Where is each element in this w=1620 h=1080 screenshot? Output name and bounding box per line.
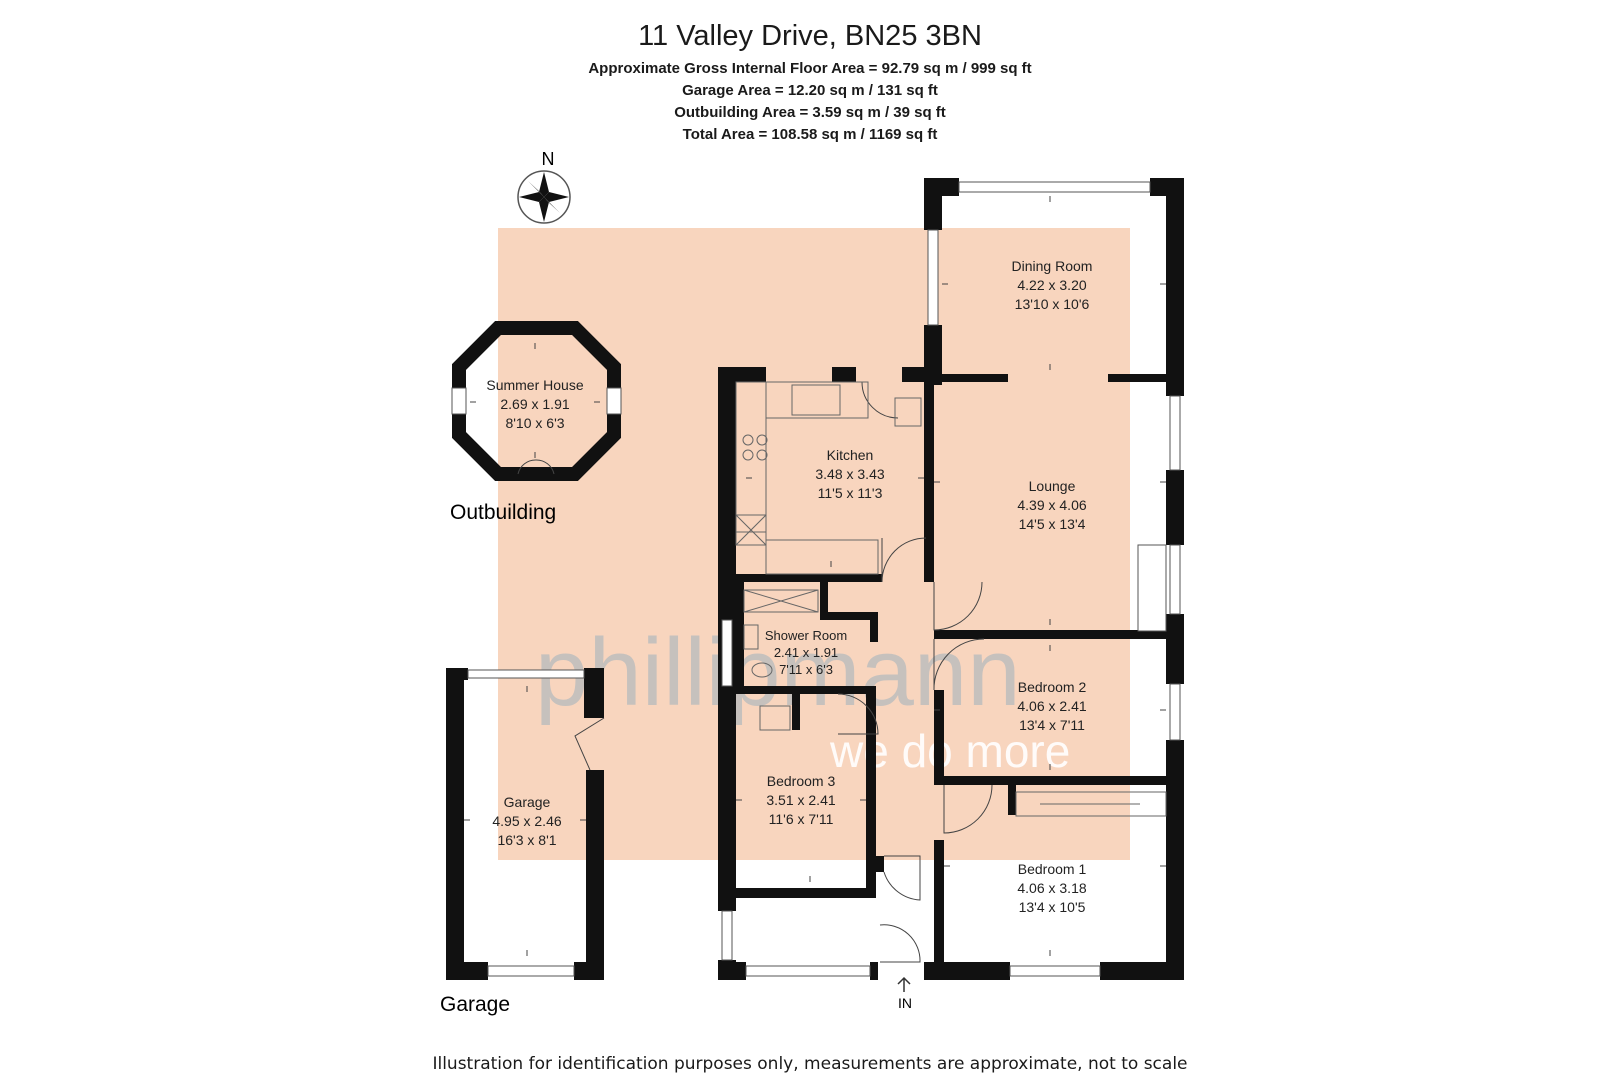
summer-house-metric: 2.69 x 1.91 (500, 396, 569, 412)
bedroom-2-imperial: 13'4 x 7'11 (1019, 717, 1085, 733)
entrance-arrow-icon (897, 976, 911, 992)
lounge-metric: 4.39 x 4.06 (1017, 497, 1086, 513)
dining-room-imperial: 13'10 x 10'6 (1015, 296, 1090, 312)
shower-room-metric: 2.41 x 1.91 (774, 645, 838, 660)
compass-rose-icon (517, 170, 571, 224)
garage-area-text: Garage Area = 12.20 sq m / 131 sq ft (682, 82, 938, 99)
outbuilding-label: Outbuilding (450, 501, 556, 524)
summer-house-outline (451, 321, 622, 481)
summer-house-name: Summer House (486, 377, 583, 393)
garage-walls (446, 668, 604, 980)
garage-metric: 4.95 x 2.46 (492, 813, 561, 829)
garage-name: Garage (504, 794, 551, 810)
lounge-imperial: 14'5 x 13'4 (1019, 516, 1086, 532)
wardrobe (1015, 791, 1167, 817)
bedroom-2-name: Bedroom 2 (1018, 679, 1087, 695)
door-swings (837, 381, 993, 963)
disclaimer-text: Illustration for identification purposes… (432, 1054, 1188, 1074)
kitchen-fittings (735, 381, 922, 575)
shower-room-name: Shower Room (765, 628, 847, 643)
bedroom-1-imperial: 13'4 x 10'5 (1019, 899, 1086, 915)
lounge-name: Lounge (1029, 478, 1076, 494)
bedroom-3-name: Bedroom 3 (767, 773, 836, 789)
compass-north-label: N (542, 149, 555, 169)
kitchen-imperial: 11'5 x 11'3 (818, 485, 883, 501)
bedroom-1-metric: 4.06 x 3.18 (1017, 880, 1086, 896)
house-walls (718, 178, 1184, 980)
dimension-markers (464, 196, 1166, 956)
shower-room-imperial: 7'11 x 6'3 (779, 662, 833, 677)
bedroom-2-metric: 4.06 x 2.41 (1017, 698, 1086, 714)
page-title: 11 Valley Drive, BN25 3BN (638, 20, 982, 52)
dining-room-name: Dining Room (1012, 258, 1093, 274)
room-labels: Dining Room 4.22 x 3.20 13'10 x 10'6 Kit… (486, 258, 1092, 915)
windows (721, 181, 1181, 977)
bedroom-3-imperial: 11'6 x 7'11 (769, 811, 834, 827)
kitchen-name: Kitchen (827, 447, 874, 463)
garage-windows (467, 669, 605, 977)
total-area-text: Total Area = 108.58 sq m / 1169 sq ft (682, 126, 938, 143)
highlight-area (498, 228, 1130, 860)
entrance-label: IN (898, 995, 912, 1011)
shower-fittings (743, 589, 819, 731)
bedroom-1-name: Bedroom 1 (1018, 861, 1087, 877)
garage-section-label: Garage (440, 993, 510, 1016)
summer-house-imperial: 8'10 x 6'3 (505, 415, 564, 431)
garage-imperial: 16'3 x 8'1 (497, 832, 556, 848)
bedroom-3-metric: 3.51 x 2.41 (766, 792, 835, 808)
kitchen-metric: 3.48 x 3.43 (815, 466, 884, 482)
gross-area-text: Approximate Gross Internal Floor Area = … (588, 60, 1032, 77)
dining-room-metric: 4.22 x 3.20 (1017, 277, 1086, 293)
outbuilding-area-text: Outbuilding Area = 3.59 sq m / 39 sq ft (674, 104, 946, 121)
